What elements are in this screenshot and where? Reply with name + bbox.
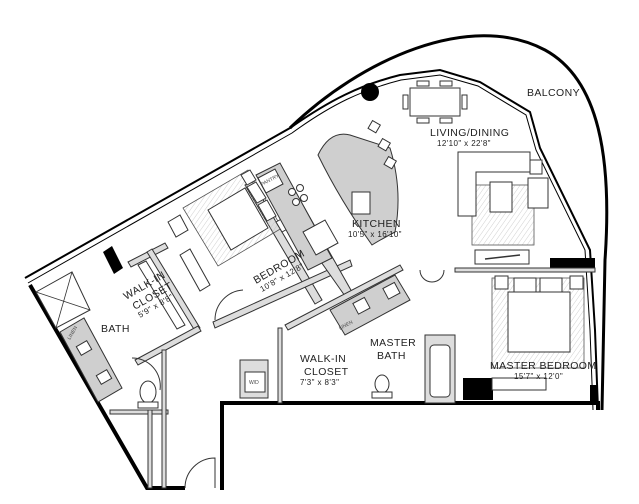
pillow	[539, 277, 563, 293]
bar-stool	[383, 155, 398, 170]
toilet	[139, 380, 157, 404]
toilet-tank	[371, 391, 393, 399]
column-block	[463, 378, 493, 400]
washer-dryer-label: W/D	[249, 380, 259, 386]
room-dims-walk-in-closet-2: 7'3" x 8'3"	[300, 378, 339, 387]
interior-wall	[284, 264, 404, 331]
room-label-living-dining: LIVING/DINING	[430, 127, 509, 139]
bathtub	[429, 344, 451, 398]
exterior-wall-west	[28, 284, 185, 490]
room-label-kitchen: KITCHEN	[352, 218, 401, 230]
interior-wall	[134, 325, 202, 366]
entry-door[interactable]	[184, 457, 216, 489]
stove-burner	[296, 184, 304, 192]
column-block	[550, 258, 595, 270]
nightstand	[494, 275, 509, 290]
room-label-bath: BATH	[101, 323, 130, 335]
bath-door-swing	[131, 357, 161, 391]
master-bed	[507, 291, 571, 353]
dining-chair	[461, 94, 468, 110]
interior-wall	[147, 409, 153, 489]
dining-table	[409, 87, 461, 117]
sectional-sofa	[457, 151, 531, 217]
stove-burner	[288, 188, 296, 196]
room-label-balcony: BALCONY	[527, 87, 580, 99]
coffee-table	[489, 181, 513, 213]
refrigerator	[302, 219, 339, 256]
dining-chair	[439, 80, 453, 87]
dining-chair	[416, 80, 430, 87]
interior-wall	[146, 248, 201, 332]
bedroom-pillow	[257, 199, 277, 222]
sink	[352, 296, 371, 315]
room-label-master-bath-line2: BATH	[377, 350, 406, 362]
pillow	[513, 277, 537, 293]
exterior-wall-south	[220, 401, 600, 490]
room-label-master-bedroom: MASTER BEDROOM	[490, 360, 597, 372]
sink	[382, 281, 401, 300]
tv	[484, 254, 521, 260]
interior-wall	[277, 327, 283, 404]
armchair	[167, 214, 189, 238]
dining-chair	[402, 94, 409, 110]
room-dims-living-dining: 12'10" x 22'8"	[437, 139, 491, 148]
dining-chair	[439, 117, 453, 124]
interior-wall	[212, 259, 353, 329]
island-sink	[351, 191, 371, 215]
dresser	[179, 248, 211, 292]
bedroom-bed	[207, 187, 269, 251]
toilet-tank	[137, 401, 159, 409]
room-label-walk-in-closet-2-line2: CLOSET	[304, 366, 349, 378]
interior-wall	[454, 267, 596, 273]
sink	[95, 368, 113, 386]
interior-wall	[109, 409, 169, 415]
double-door[interactable]	[419, 269, 445, 283]
room-dims-master-bedroom: 15'7" x 12'0"	[514, 372, 563, 381]
column-round	[361, 83, 379, 101]
pantry	[257, 168, 284, 194]
nightstand	[240, 169, 257, 186]
stove-burner	[300, 194, 308, 202]
dresser	[491, 377, 547, 391]
side-table	[529, 159, 543, 175]
kitchen-island	[317, 133, 399, 246]
bar-stool	[377, 137, 392, 152]
sink	[75, 339, 93, 357]
nightstand	[569, 275, 584, 290]
room-label-master-bath: MASTER	[370, 337, 416, 349]
column-block	[590, 385, 598, 403]
bedroom-pillow	[246, 181, 267, 204]
room-label-walk-in-closet-2: WALK-IN	[300, 353, 346, 365]
dining-chair	[416, 117, 430, 124]
closet-dark-cabinet	[103, 246, 123, 274]
bedroom-door-swing	[214, 289, 244, 321]
toilet	[374, 374, 390, 394]
interior-wall	[161, 349, 167, 489]
armchair	[527, 177, 549, 209]
bar-stool	[367, 119, 382, 134]
balcony-outline	[288, 34, 609, 411]
stove-burner	[292, 198, 300, 206]
room-dims-kitchen: 10'5" x 16'10"	[348, 230, 402, 239]
washer-dryer	[244, 371, 266, 393]
closet-shelf	[137, 260, 186, 330]
